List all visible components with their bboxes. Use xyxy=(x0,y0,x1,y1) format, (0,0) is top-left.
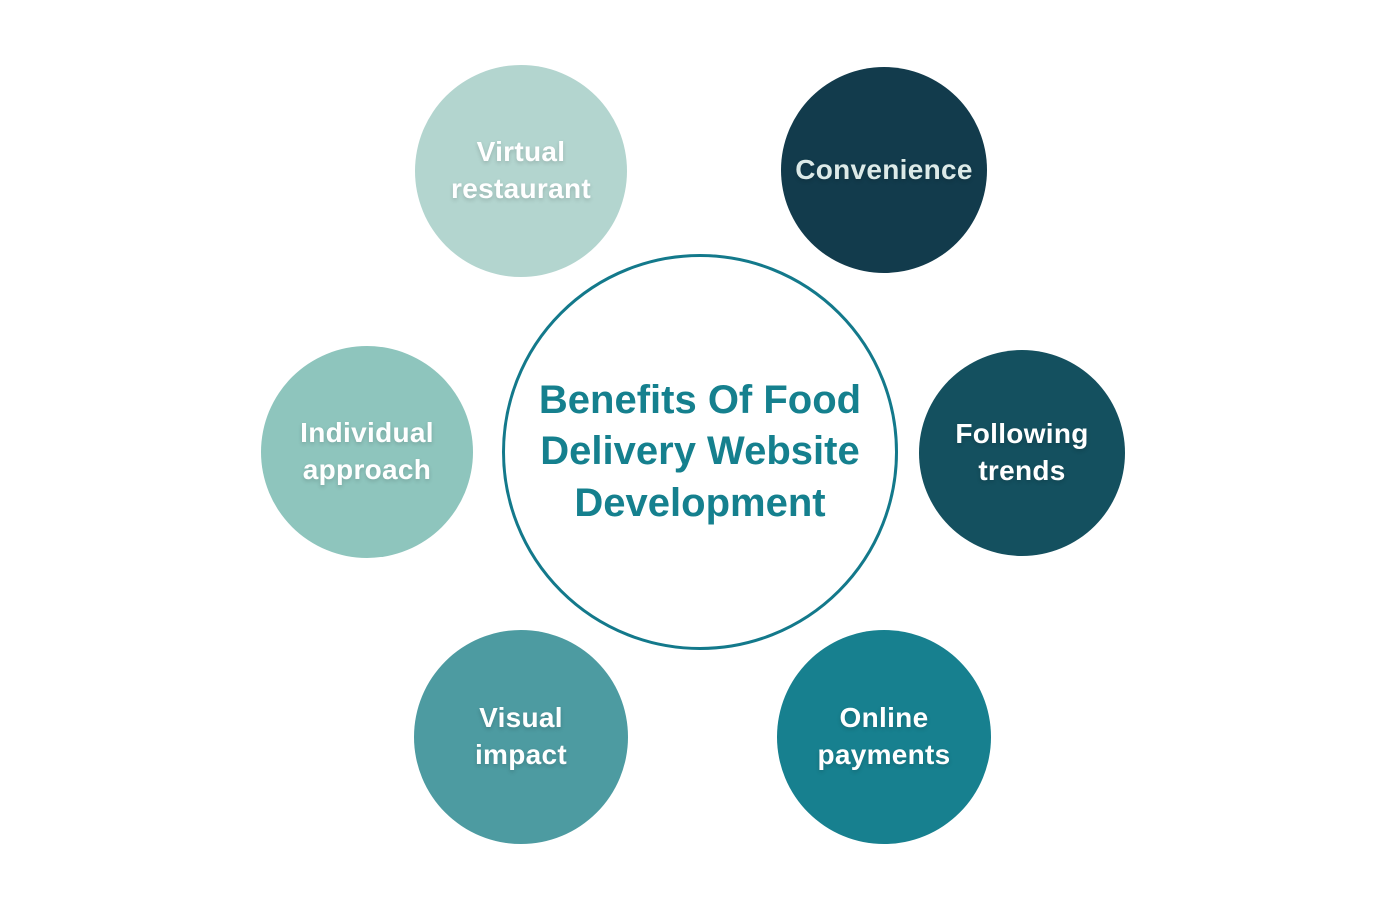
circle-label-online-payments: Online payments xyxy=(817,702,951,770)
circle-label-visual-impact: Visual impact xyxy=(474,702,568,770)
circle-label-convenience: Convenience xyxy=(795,153,973,185)
center-circle: Benefits Of Food Delivery Website Develo… xyxy=(502,254,898,650)
circle-label-following-trends: Following trends xyxy=(955,418,1089,486)
circle-individual-approach: Individual approach xyxy=(261,346,473,558)
circle-label-virtual-restaurant: Virtual restaurant xyxy=(451,136,591,204)
circle-following-trends: Following trends xyxy=(919,350,1125,556)
circle-visual-impact: Visual impact xyxy=(414,630,628,844)
circle-online-payments: Online payments xyxy=(777,630,991,844)
circle-virtual-restaurant: Virtual restaurant xyxy=(415,65,627,277)
circle-label-individual-approach: Individual approach xyxy=(300,417,434,485)
circle-convenience: Convenience xyxy=(781,67,987,273)
diagram-title: Benefits Of Food Delivery Website Develo… xyxy=(538,378,862,525)
